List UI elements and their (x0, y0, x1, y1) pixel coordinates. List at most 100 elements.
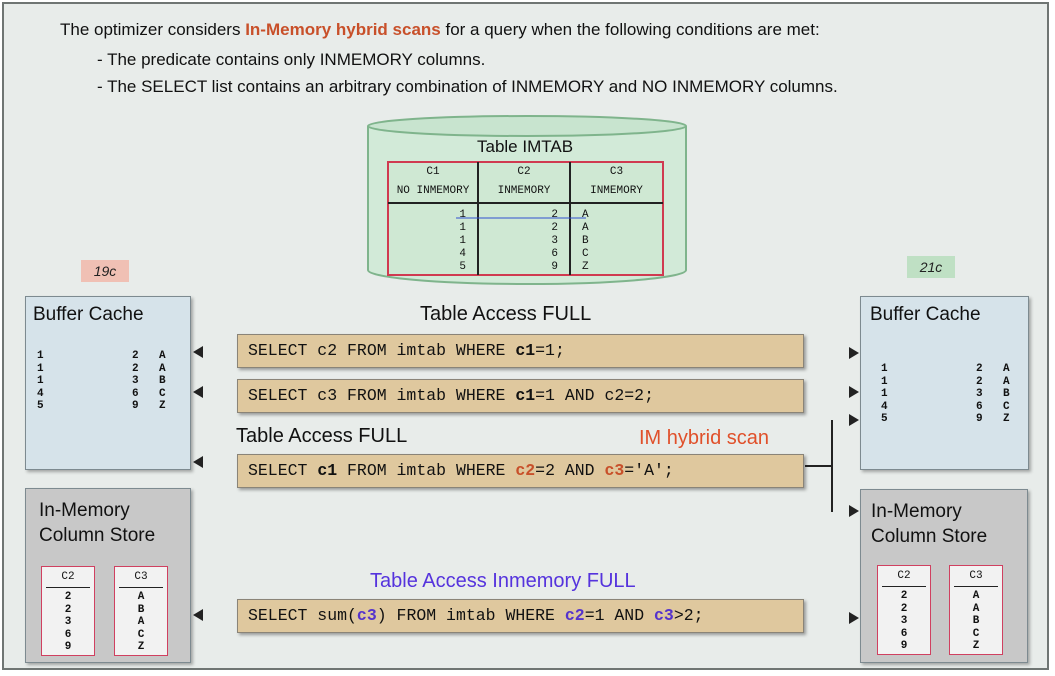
condition-bullet-2: - The SELECT list contains an arbitrary … (97, 77, 838, 96)
buffer-cell: 2 (132, 350, 139, 362)
table-cell: Z (582, 261, 589, 273)
buffer-row: 1 2 A (37, 363, 187, 376)
q4-part-e: =1 AND (584, 606, 654, 625)
table-cell: 3 (551, 235, 558, 247)
q1-part-b: c1 (515, 341, 536, 360)
buffer-cell: 2 (976, 375, 983, 388)
table-cell: A (582, 222, 589, 234)
q2-part-b: c1 (515, 386, 536, 405)
right-im-title-2: Column Store (871, 526, 988, 547)
im-column-value: 2 (64, 603, 72, 616)
buffer-cell: A (159, 362, 166, 375)
q4-part-c: ) FROM imtab WHERE (376, 606, 565, 625)
left-buffer-cache-title: Buffer Cache (33, 304, 144, 325)
buffer-cell: 1 (881, 375, 888, 388)
im-column-header: C2 (46, 567, 90, 588)
buffer-cell: C (159, 387, 166, 400)
table-col-attr: NO INMEMORY (396, 185, 470, 197)
left-im-title-2: Column Store (39, 525, 156, 546)
label-table-access-full-1: Table Access FULL (420, 303, 592, 325)
q3-part-a: SELECT (248, 461, 318, 480)
table-cell: 1 (459, 222, 466, 234)
q4-part-g: >2; (673, 606, 704, 625)
table-cell: 1 (459, 235, 466, 247)
buffer-cell: 4 (37, 387, 44, 400)
table-col-name: C3 (609, 166, 624, 178)
arrow-right-5-icon (849, 612, 859, 624)
table-cell: 6 (551, 248, 558, 260)
buffer-cell: 2 (976, 363, 983, 375)
im-column-header: C2 (882, 566, 926, 587)
table-col-attr: INMEMORY (590, 185, 643, 197)
im-column-value: 6 (900, 627, 908, 640)
im-column-value: B (972, 615, 980, 627)
arrow-left-4-icon (193, 609, 203, 621)
buffer-cell: 6 (976, 400, 983, 413)
label-table-access-inmemory-full: Table Access Inmemory FULL (370, 570, 636, 592)
left-im-title-1: In-Memory (39, 500, 130, 521)
intro-text-post: for a query when the following condition… (440, 20, 820, 39)
q1-part-a: SELECT c2 FROM imtab WHERE (248, 341, 516, 360)
table-cylinder (367, 115, 687, 285)
im-column-value: 2 (900, 590, 908, 602)
im-column-value: Z (972, 640, 980, 652)
im-column-value: 6 (64, 628, 72, 641)
buffer-cell: 1 (37, 362, 44, 375)
intro-line: The optimizer considers In-Memory hybrid… (60, 20, 820, 40)
im-column-value: B (137, 603, 145, 616)
buffer-cell: 1 (37, 375, 44, 387)
im-column-value: A (972, 590, 980, 602)
sql-query-1: SELECT c2 FROM imtab WHERE c1=1; (237, 334, 804, 368)
right-buffer-cache-title: Buffer Cache (870, 304, 981, 325)
im-column-value: A (137, 616, 145, 628)
buffer-cell: 5 (37, 400, 44, 412)
buffer-cell: 2 (132, 362, 139, 375)
table-cell: A (582, 209, 589, 221)
im-column-header: C3 (119, 567, 163, 588)
im-column-value: 9 (900, 640, 908, 652)
q3-part-g: ='A'; (624, 461, 674, 480)
version-badge-19c: 19c (81, 260, 129, 282)
table-cell: 1 (459, 209, 466, 221)
table-cell: 2 (551, 209, 558, 221)
buffer-cell: C (1003, 400, 1010, 413)
table-col-attr: INMEMORY (497, 185, 551, 197)
label-table-access-full-2: Table Access FULL (236, 425, 408, 447)
table-cell: 9 (551, 261, 558, 273)
buffer-cell: 3 (132, 375, 139, 387)
q3-part-f: c3 (604, 461, 625, 480)
table-cell: 4 (459, 248, 466, 260)
buffer-cell: A (1003, 363, 1010, 375)
q1-part-c: =1; (535, 341, 565, 360)
intro-highlight: In-Memory hybrid scans (245, 20, 441, 39)
buffer-cell: Z (159, 400, 166, 412)
table-title: Table IMTAB (477, 137, 574, 156)
im-column-value: 3 (64, 616, 72, 628)
buffer-cell: 9 (132, 400, 139, 412)
buffer-cell: 3 (976, 388, 983, 400)
buffer-row: 4 6 C (881, 401, 1031, 414)
buffer-cell: 4 (881, 400, 888, 413)
buffer-cell: 9 (976, 413, 983, 425)
table-cell: C (582, 248, 589, 260)
hybrid-scan-bracket (805, 420, 833, 512)
arrow-right-1-icon (849, 347, 859, 359)
version-badge-21c: 21c (907, 256, 955, 278)
table-cell: 2 (551, 222, 558, 234)
q4-part-b: c3 (356, 606, 377, 625)
arrow-right-4-icon (849, 505, 859, 517)
q3-part-e: =2 AND (535, 461, 605, 480)
